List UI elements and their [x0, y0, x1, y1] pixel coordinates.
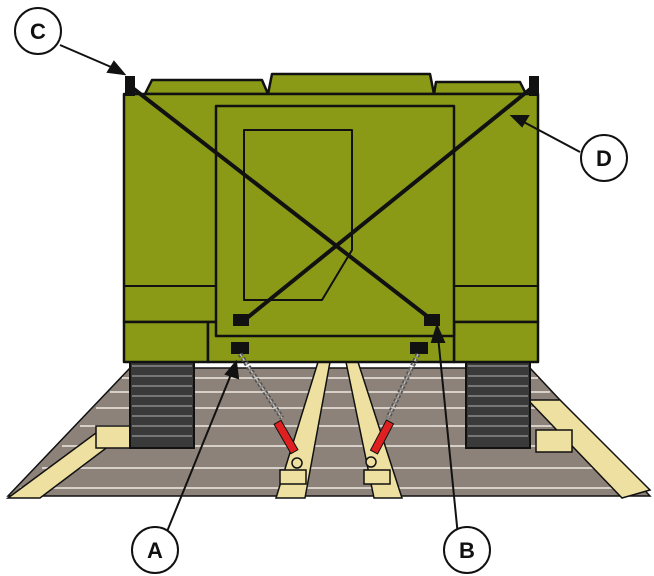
- tiedown-point-right: [410, 342, 428, 354]
- callout-c-label: C: [30, 19, 46, 44]
- anchor-lower-left: [233, 314, 249, 326]
- right-track: [465, 355, 531, 449]
- right-anchor-block: [363, 469, 391, 485]
- arrow-b: [430, 323, 446, 343]
- callout-d: D: [580, 134, 628, 182]
- vehicle-body: [122, 72, 540, 364]
- left-rail-block: [95, 425, 131, 449]
- right-chain-eye: [365, 456, 377, 468]
- callout-d-label: D: [596, 146, 612, 171]
- right-fender: [452, 320, 540, 364]
- left-binder: [273, 419, 299, 455]
- strap-d-to-lower-left: [240, 84, 536, 324]
- roof-hatch-left: [143, 78, 270, 96]
- anchor-c: [125, 76, 135, 96]
- left-anchor-block: [279, 469, 307, 485]
- arrow-c: [106, 60, 127, 76]
- callout-a: A: [131, 526, 179, 574]
- anchor-d: [529, 76, 539, 96]
- leader-lines: [59, 44, 581, 537]
- right-chain: [365, 352, 421, 468]
- left-chain: [237, 352, 303, 469]
- left-chain-eye: [291, 457, 303, 469]
- arrow-a: [224, 359, 240, 380]
- callout-b-label: B: [459, 538, 475, 563]
- right-rail-block: [535, 429, 573, 453]
- anchor-lower-right: [424, 314, 440, 326]
- callout-c: C: [14, 7, 62, 55]
- strap-anchors: [125, 76, 539, 354]
- cross-straps: [128, 84, 536, 324]
- arrow-d: [509, 115, 530, 128]
- tiedown-point-left: [231, 342, 249, 354]
- railcar-deck: [5, 361, 652, 499]
- roof-hatch-center: [266, 72, 436, 96]
- left-fender: [122, 320, 210, 364]
- strap-c-to-lower-right: [128, 84, 434, 322]
- callout-b: B: [443, 526, 491, 574]
- left-track: [129, 355, 195, 449]
- right-binder: [369, 419, 395, 455]
- right-deck-rail: [526, 399, 652, 499]
- callout-a-label: A: [147, 538, 163, 563]
- roof-hatch-right: [432, 80, 528, 96]
